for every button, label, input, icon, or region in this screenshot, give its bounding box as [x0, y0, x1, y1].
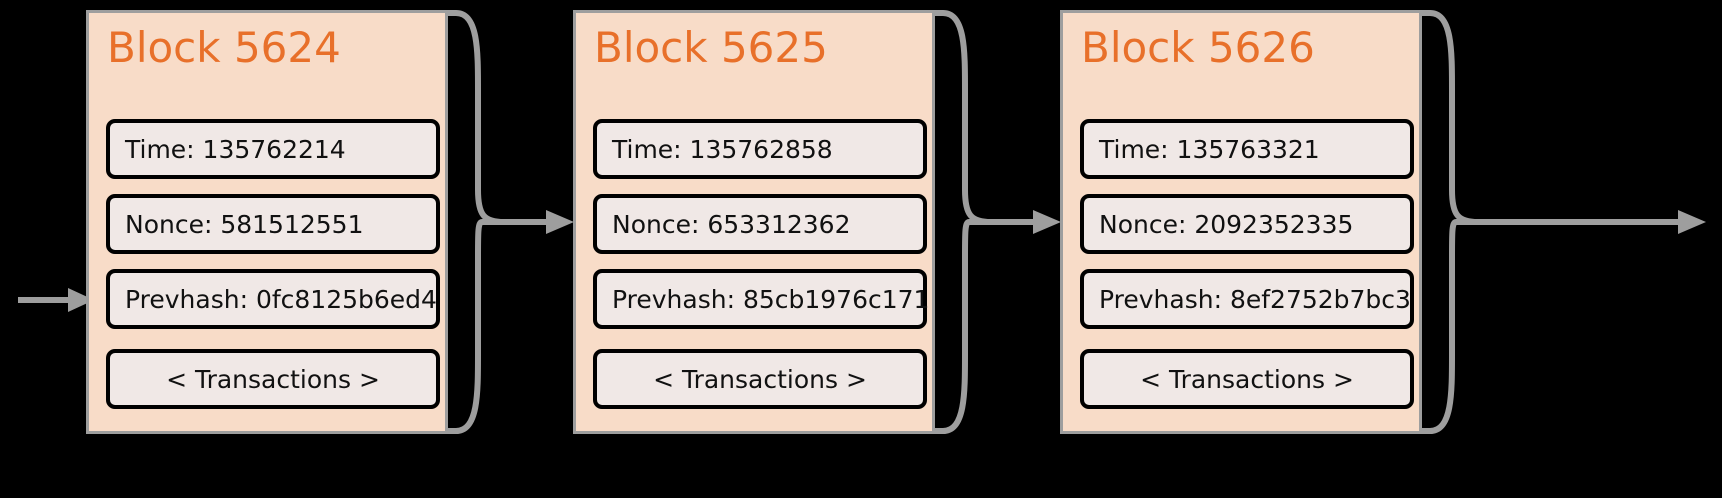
block-card[interactable]: Block 5626 Time: 135763321 Nonce: 209235… — [1060, 10, 1422, 434]
block-field-transactions-text: < Transactions > — [653, 364, 867, 394]
block-field-time-text: Time: 135762858 — [612, 134, 833, 164]
block-title: Block 5625 — [594, 23, 828, 72]
chain-connector — [935, 10, 1061, 434]
block-field-prevhash-text: Prevhash: 8ef2752b7bc3 — [1099, 284, 1411, 314]
block-title: Block 5624 — [107, 23, 341, 72]
block-field-prevhash[interactable]: Prevhash: 0fc8125b6ed4 — [106, 269, 440, 329]
block-field-prevhash-text: Prevhash: 0fc8125b6ed4 — [125, 284, 437, 314]
block-field-transactions[interactable]: < Transactions > — [1080, 349, 1414, 409]
block-field-transactions-text: < Transactions > — [166, 364, 380, 394]
block-field-transactions[interactable]: < Transactions > — [106, 349, 440, 409]
block-field-nonce-text: Nonce: 2092352335 — [1099, 209, 1354, 239]
block-title: Block 5626 — [1081, 23, 1315, 72]
incoming-arrow — [18, 288, 94, 312]
outgoing-connector — [1422, 10, 1706, 434]
block-card[interactable]: Block 5624 Time: 135762214 Nonce: 581512… — [86, 10, 448, 434]
block-field-time-text: Time: 135762214 — [125, 134, 346, 164]
block-field-time[interactable]: Time: 135763321 — [1080, 119, 1414, 179]
block-field-time-text: Time: 135763321 — [1099, 134, 1320, 164]
block-field-prevhash-text: Prevhash: 85cb1976c171 — [612, 284, 930, 314]
block-field-nonce[interactable]: Nonce: 2092352335 — [1080, 194, 1414, 254]
block-field-nonce-text: Nonce: 581512551 — [125, 209, 364, 239]
block-field-transactions[interactable]: < Transactions > — [593, 349, 927, 409]
block-field-time[interactable]: Time: 135762214 — [106, 119, 440, 179]
block-field-prevhash[interactable]: Prevhash: 8ef2752b7bc3 — [1080, 269, 1414, 329]
block-field-nonce[interactable]: Nonce: 653312362 — [593, 194, 927, 254]
block-field-time[interactable]: Time: 135762858 — [593, 119, 927, 179]
block-card[interactable]: Block 5625 Time: 135762858 Nonce: 653312… — [573, 10, 935, 434]
block-field-transactions-text: < Transactions > — [1140, 364, 1354, 394]
block-field-nonce-text: Nonce: 653312362 — [612, 209, 851, 239]
chain-connector — [448, 10, 574, 434]
block-field-nonce[interactable]: Nonce: 581512551 — [106, 194, 440, 254]
block-field-prevhash[interactable]: Prevhash: 85cb1976c171 — [593, 269, 930, 329]
